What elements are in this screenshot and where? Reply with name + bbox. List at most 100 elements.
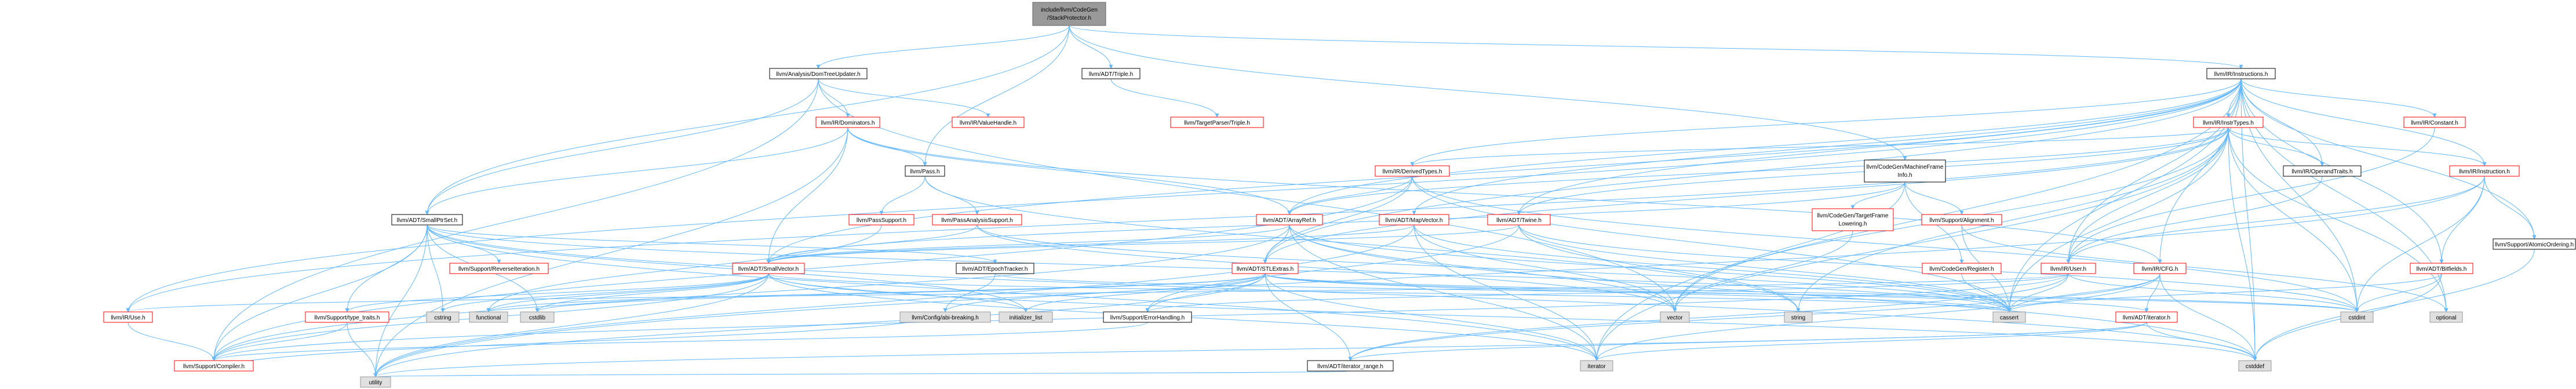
node-optional[interactable]: optional bbox=[2429, 311, 2463, 323]
edge-type-traits-to-compiler bbox=[212, 322, 348, 361]
node-cstring[interactable]: cstring bbox=[426, 311, 460, 323]
node-derived-types[interactable]: llvm/IR/DerivedTypes.h bbox=[1375, 165, 1450, 177]
node-adt-iterator[interactable]: llvm/ADT/iterator.h bbox=[2115, 311, 2178, 323]
edge-target-frame-lowering-to-vector bbox=[1673, 230, 1853, 312]
node-cstddef[interactable]: cstddef bbox=[2238, 360, 2272, 372]
edge-small-ptr-set-to-initializer-list bbox=[427, 224, 1028, 312]
edge-instr-types-to-ir-instruction bbox=[2228, 127, 2487, 166]
node-label: llvm/Support/ErrorHandling.h bbox=[1110, 315, 1185, 321]
node-label: llvm/PassSupport.h bbox=[857, 217, 906, 224]
edge-array-ref-to-small-vector bbox=[766, 224, 1290, 264]
node-atomic-ordering[interactable]: llvm/Support/AtomicOrdering.h bbox=[2493, 238, 2576, 250]
node-support-alignment[interactable]: llvm/Support/Alignment.h bbox=[1921, 214, 2002, 226]
edge-machine-frame-info-to-target-frame-lowering bbox=[1850, 181, 1905, 209]
edge-instr-types-to-derived-types bbox=[1410, 127, 2229, 166]
node-iterator[interactable]: iterator bbox=[1580, 360, 1613, 372]
edge-dominators-to-utility bbox=[373, 127, 848, 377]
edge-small-vector-to-cstring bbox=[440, 273, 769, 312]
node-label: Info.h bbox=[1897, 172, 1912, 179]
edge-small-vector-to-cstddef bbox=[768, 273, 2257, 361]
node-triple[interactable]: llvm/ADT/Triple.h bbox=[1081, 68, 1141, 79]
node-target-frame-lowering[interactable]: llvm/CodeGen/TargetFrame Lowering.h bbox=[1812, 208, 1894, 231]
edge-ir-instruction-to-utility bbox=[373, 176, 2485, 377]
edge-instr-types-to-ir-use bbox=[126, 127, 2229, 312]
node-stl-extras[interactable]: llvm/ADT/STLExtras.h bbox=[1231, 263, 1299, 274]
edge-iterator-range-to-utility bbox=[374, 370, 1351, 377]
node-label: llvm/IR/ValueHandle.h bbox=[960, 120, 1016, 126]
node-ir-use[interactable]: llvm/IR/Use.h bbox=[103, 311, 153, 323]
node-label: optional bbox=[2436, 315, 2456, 321]
edge-array-ref-to-cstddef bbox=[1289, 224, 2257, 361]
edge-instructions-to-ir-instruction bbox=[2240, 78, 2487, 166]
edge-array-ref-to-iterator bbox=[1289, 224, 1599, 361]
edge-cg-register-to-cassert bbox=[1961, 273, 2012, 312]
node-error-handling[interactable]: llvm/Support/ErrorHandling.h bbox=[1103, 311, 1192, 323]
node-label: llvm/TargetParser/Triple.h bbox=[1184, 120, 1250, 126]
node-dominators[interactable]: llvm/IR/Dominators.h bbox=[815, 117, 880, 128]
edge-adt-iterator-to-utility bbox=[373, 322, 2147, 377]
edge-small-ptr-set-to-cstring bbox=[427, 224, 445, 312]
node-small-vector[interactable]: llvm/ADT/SmallVector.h bbox=[732, 263, 805, 274]
edge-instructions-to-cstddef bbox=[2240, 78, 2257, 361]
node-pass-support[interactable]: llvm/PassSupport.h bbox=[848, 214, 914, 226]
node-label: string bbox=[1791, 315, 1805, 321]
edge-machine-frame-info-to-vector bbox=[1673, 181, 1905, 312]
node-twine[interactable]: llvm/ADT/Twine.h bbox=[1487, 214, 1551, 226]
node-utility[interactable]: utility bbox=[360, 376, 391, 388]
node-dom-tree-updater[interactable]: llvm/Analysis/DomTreeUpdater.h bbox=[769, 68, 868, 79]
edge-stl-extras-to-cassert bbox=[1265, 273, 2012, 312]
node-label: llvm/ADT/SmallPtrSet.h bbox=[397, 217, 457, 224]
node-target-parser-triple[interactable]: llvm/TargetParser/Triple.h bbox=[1170, 117, 1264, 128]
edge-array-ref-to-cassert bbox=[1289, 224, 2012, 312]
node-epoch-tracker[interactable]: llvm/ADT/EpochTracker.h bbox=[956, 263, 1034, 274]
node-abi-breaking[interactable]: llvm/Config/abi-breaking.h bbox=[899, 311, 991, 323]
edge-ir-cfg-to-cstddef bbox=[2159, 273, 2257, 361]
node-label: llvm/ADT/Triple.h bbox=[1089, 71, 1133, 78]
edge-array-ref-to-compiler bbox=[212, 224, 1290, 361]
edge-pass-analysis-support-to-small-vector bbox=[766, 224, 978, 264]
node-initializer-list[interactable]: initializer_list bbox=[999, 311, 1053, 323]
node-array-ref[interactable]: llvm/ADT/ArrayRef.h bbox=[1256, 214, 1323, 226]
node-ir-user[interactable]: llvm/IR/User.h bbox=[2041, 263, 2096, 274]
node-functional[interactable]: functional bbox=[469, 311, 508, 323]
edge-bitfields-to-cstdint bbox=[2355, 273, 2442, 312]
node-value-handle[interactable]: llvm/IR/ValueHandle.h bbox=[952, 117, 1025, 128]
edge-dom-tree-updater-to-dominators bbox=[818, 78, 850, 118]
node-instructions[interactable]: llvm/IR/Instructions.h bbox=[2206, 68, 2276, 79]
edge-instructions-to-ir-use bbox=[126, 78, 2242, 312]
node-label: llvm/IR/CFG.h bbox=[2142, 266, 2178, 272]
edge-ir-user-to-cassert bbox=[2007, 273, 2069, 312]
node-ir-instruction[interactable]: llvm/IR/Instruction.h bbox=[2449, 165, 2520, 177]
node-reverse-iteration[interactable]: llvm/Support/ReverseIteration.h bbox=[449, 263, 549, 274]
node-ir-constant[interactable]: llvm/IR/Constant.h bbox=[2403, 117, 2466, 128]
node-iterator-range[interactable]: llvm/ADT/iterator_range.h bbox=[1307, 360, 1394, 372]
node-ir-cfg[interactable]: llvm/IR/CFG.h bbox=[2133, 263, 2187, 274]
node-cstdlib[interactable]: cstdlib bbox=[520, 311, 555, 323]
node-instr-types[interactable]: llvm/IR/InstrTypes.h bbox=[2193, 117, 2264, 128]
node-pass[interactable]: llvm/Pass.h bbox=[905, 165, 945, 177]
node-cstdint[interactable]: cstdint bbox=[2340, 311, 2374, 323]
node-cg-register[interactable]: llvm/CodeGen/Register.h bbox=[1922, 263, 2002, 274]
edge-instr-types-to-cstdint bbox=[2228, 127, 2359, 312]
node-vector[interactable]: vector bbox=[1660, 311, 1690, 323]
edge-ir-instruction-to-ir-user bbox=[2066, 176, 2485, 264]
node-pass-analysis-support[interactable]: llvm/PassAnalysisSupport.h bbox=[932, 214, 1022, 226]
node-cassert[interactable]: cassert bbox=[1992, 311, 2026, 323]
node-root[interactable]: include/llvm/CodeGen /StackProtector.h bbox=[1032, 2, 1106, 26]
node-type-traits[interactable]: llvm/Support/type_traits.h bbox=[305, 311, 389, 323]
edge-instructions-to-ir-constant bbox=[2240, 78, 2437, 118]
node-small-ptr-set[interactable]: llvm/ADT/SmallPtrSet.h bbox=[391, 214, 463, 226]
edge-compiler-to-abi-breaking bbox=[213, 311, 948, 372]
edge-instr-types-to-cassert bbox=[2007, 127, 2229, 312]
edge-instructions-to-cassert bbox=[2007, 78, 2242, 312]
node-machine-frame-info[interactable]: llvm/CodeGen/MachineFrame Info.h bbox=[1864, 159, 1946, 183]
node-operand-traits[interactable]: llvm/IR/OperandTraits.h bbox=[2283, 165, 2362, 177]
edge-ir-use-to-compiler bbox=[127, 322, 216, 361]
node-label: cstdlib bbox=[529, 315, 546, 321]
node-compiler[interactable]: llvm/Support/Compiler.h bbox=[174, 360, 254, 372]
node-bitfields[interactable]: llvm/ADT/Bitfields.h bbox=[2410, 263, 2473, 274]
node-map-vector[interactable]: llvm/ADT/MapVector.h bbox=[1379, 214, 1449, 226]
node-label: llvm/IR/Instruction.h bbox=[2459, 169, 2510, 175]
node-string[interactable]: string bbox=[1784, 311, 1813, 323]
edge-root-to-small-ptr-set bbox=[425, 25, 1070, 215]
